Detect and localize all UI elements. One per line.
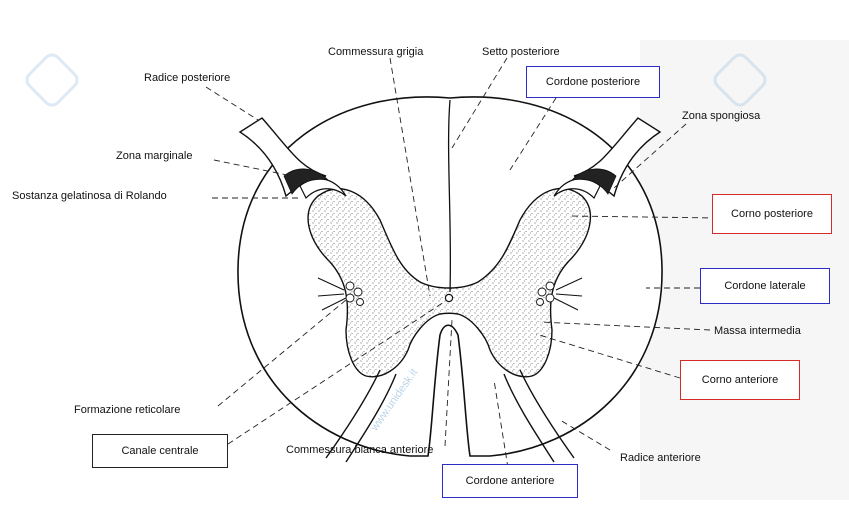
label-corno-anteriore: Corno anteriore	[680, 360, 800, 400]
label-massa-intermedia: Massa intermedia	[714, 325, 801, 338]
label-commessura-bianca: Commessura bianca anteriore	[286, 444, 433, 457]
watermark-logo-left	[24, 52, 81, 109]
label-zona-marginale: Zona marginale	[116, 150, 192, 163]
label-cordone-laterale: Cordone laterale	[700, 268, 830, 304]
label-sostanza-gelatinosa: Sostanza gelatinosa di Rolando	[12, 190, 167, 203]
label-corno-posteriore: Corno posteriore	[712, 194, 832, 234]
label-commessura-grigia: Commessura grigia	[328, 46, 423, 59]
label-cordone-posteriore: Cordone posteriore	[526, 66, 660, 98]
label-formazione-reticolare: Formazione reticolare	[74, 404, 180, 417]
label-radice-posteriore: Radice posteriore	[144, 72, 230, 85]
leader-commessura-bianca	[445, 320, 452, 446]
central-canal	[445, 294, 452, 301]
label-cordone-anteriore: Cordone anteriore	[442, 464, 578, 498]
leader-radice-posteriore	[206, 87, 258, 120]
label-canale-centrale: Canale centrale	[92, 434, 228, 468]
label-radice-anteriore: Radice anteriore	[620, 452, 701, 465]
label-setto-posteriore: Setto posteriore	[482, 46, 560, 59]
label-zona-spongiosa: Zona spongiosa	[682, 110, 760, 123]
